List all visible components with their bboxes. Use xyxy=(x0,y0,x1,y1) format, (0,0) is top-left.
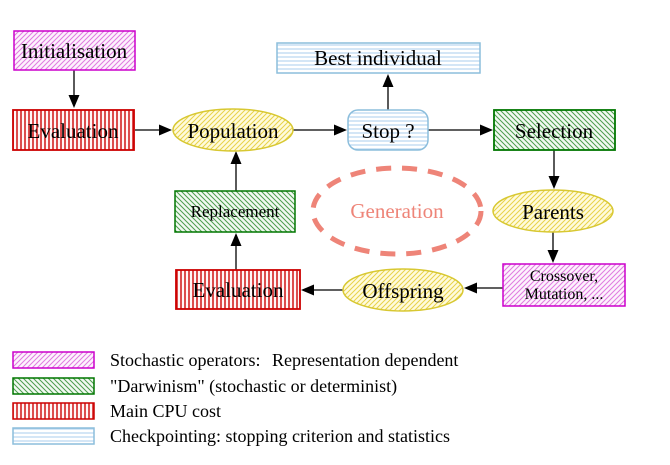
parents-label: Parents xyxy=(522,200,584,224)
offspring-label: Offspring xyxy=(362,279,444,303)
offspring-ellipse xyxy=(342,268,464,312)
selection-box xyxy=(493,109,616,151)
node-evaluation-top: Evaluation xyxy=(12,109,135,151)
population-ellipse xyxy=(172,108,294,152)
legend-item-cpu: Main CPU cost xyxy=(12,401,221,421)
crossover-label-line2: Mutation, ... xyxy=(525,286,604,303)
evaluation-bottom-label: Evaluation xyxy=(193,278,284,302)
crossover-box xyxy=(502,263,626,307)
replacement-label: Replacement xyxy=(191,202,280,221)
node-crossover-mutation: Crossover, Mutation, ... xyxy=(502,263,626,307)
evaluation-top-box xyxy=(12,109,135,151)
generation-label: Generation xyxy=(350,199,444,223)
node-best-individual: Best individual xyxy=(276,42,481,74)
selection-label: Selection xyxy=(515,119,594,143)
replacement-box xyxy=(174,190,296,233)
node-generation: Generation xyxy=(310,165,484,257)
legend-text-checkpointing: Checkpointing: stopping criterion and st… xyxy=(110,426,450,446)
stop-box xyxy=(347,109,429,151)
legend-swatch-green-hatch xyxy=(12,377,95,395)
evaluation-top-label: Evaluation xyxy=(28,119,119,143)
legend-text-darwinism: "Darwinism" (stochastic or determinist) xyxy=(110,376,397,397)
initialisation-box xyxy=(13,30,136,71)
legend-swatch-magenta-hatch xyxy=(12,351,95,369)
legend-text-stochastic: Stochastic operators: xyxy=(110,350,260,370)
flow-arrows xyxy=(68,70,560,296)
stop-label: Stop ? xyxy=(361,119,414,143)
evaluation-bottom-box xyxy=(175,269,301,310)
legend-text-cpu: Main CPU cost xyxy=(110,401,221,421)
legend-swatch-red-stripe xyxy=(12,402,95,420)
node-offspring: Offspring xyxy=(342,268,464,312)
node-replacement: Replacement xyxy=(174,190,296,233)
node-evaluation-bottom: Evaluation xyxy=(175,269,301,310)
legend-swatch-cyan-lines xyxy=(12,427,95,445)
crossover-label-line1: Crossover, xyxy=(530,268,598,285)
initialisation-label: Initialisation xyxy=(21,39,128,63)
node-selection: Selection xyxy=(493,109,616,151)
population-label: Population xyxy=(187,119,279,143)
best-individual-label: Best individual xyxy=(314,46,442,70)
legend-item-checkpointing: Checkpointing: stopping criterion and st… xyxy=(12,426,450,446)
parents-ellipse xyxy=(492,189,614,233)
generation-dashed-ellipse xyxy=(310,165,484,257)
node-stop: Stop ? xyxy=(347,109,429,151)
node-initialisation: Initialisation xyxy=(13,30,136,71)
node-population: Population xyxy=(172,108,294,152)
best-individual-box xyxy=(276,42,481,74)
node-parents: Parents xyxy=(492,189,614,233)
legend-item-stochastic: Stochastic operators: Representation dep… xyxy=(12,350,458,370)
legend: Stochastic operators: Representation dep… xyxy=(12,350,458,446)
legend-text-representation: Representation dependent xyxy=(272,350,458,370)
legend-item-darwinism: "Darwinism" (stochastic or determinist) xyxy=(12,376,397,397)
